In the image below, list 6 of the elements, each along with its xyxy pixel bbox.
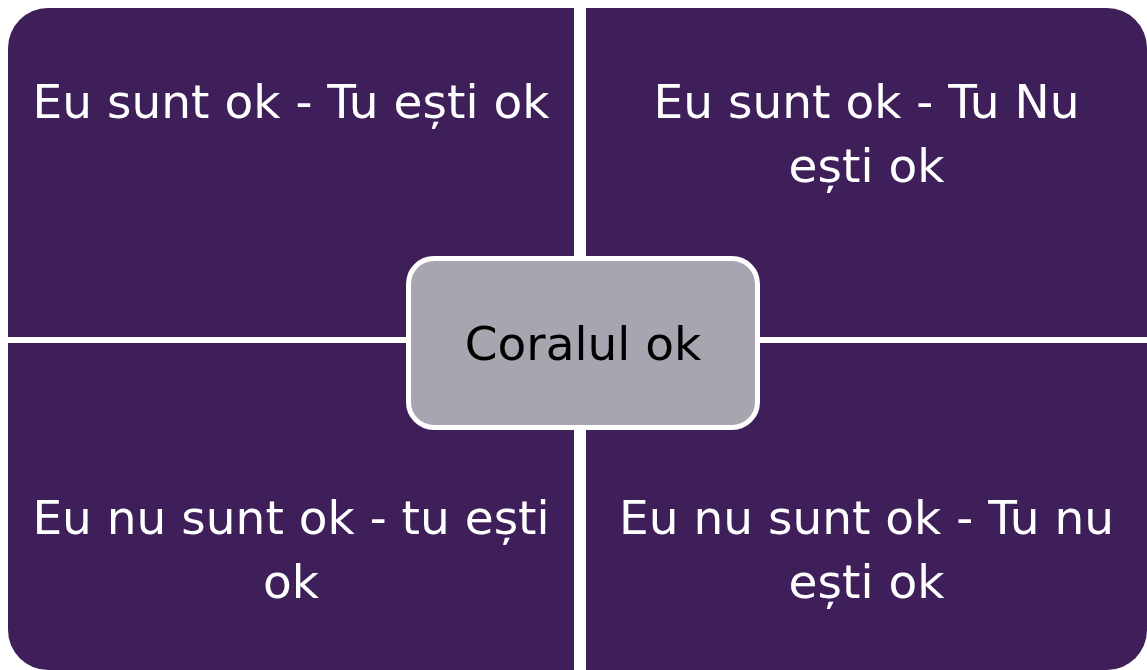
- quadrant-label: Eu nu sunt ok - Tu nu ești ok: [617, 489, 1116, 611]
- center-label: Coralul ok: [464, 315, 702, 371]
- quadrant-label: Eu sunt ok - Tu Nu ești ok: [652, 73, 1081, 195]
- center-box: [406, 256, 760, 430]
- quadrant-label: Eu sunt ok - Tu ești ok: [32, 73, 550, 131]
- quadrant-label: Eu nu sunt ok - tu ești ok: [31, 489, 551, 611]
